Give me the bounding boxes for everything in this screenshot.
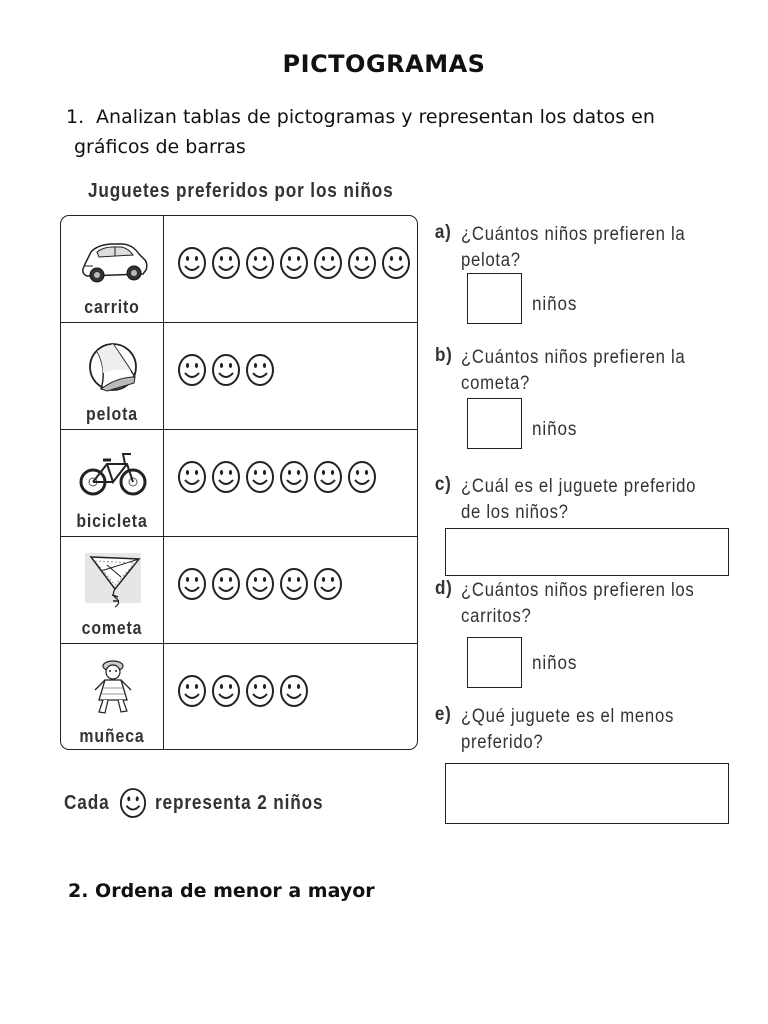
smiley-icon [314, 461, 342, 493]
question-d: d) ¿Cuántos niños prefieren los carritos… [434, 578, 744, 638]
pictogram-row-carrito: carrito [61, 216, 417, 323]
question-text: ¿Qué juguete es el menos preferido? [461, 706, 675, 753]
answer-box-a[interactable] [467, 273, 522, 324]
smiley-icon [314, 247, 342, 279]
toy-label-carrito: carrito [84, 297, 140, 317]
toy-label-pelota: pelota [86, 404, 138, 424]
smiley-icon [280, 461, 308, 493]
smiley-icon [246, 675, 274, 707]
unit-label-d: niños [532, 653, 578, 674]
legend-prefix: Cada [64, 791, 110, 814]
smiley-icon [246, 568, 274, 600]
doll-icon [94, 660, 132, 714]
pictogram-row-muneca: muñeca [61, 644, 417, 749]
instruction: 1. Analizan tablas de pictogramas y repr… [66, 102, 726, 162]
question-letter: b) [434, 345, 453, 366]
unit-label-a: niños [532, 294, 578, 315]
pictogram-row-pelota: pelota [61, 323, 417, 430]
toy-cell: cometa [61, 537, 164, 643]
question-letter: a) [434, 222, 452, 243]
kite-icon [85, 553, 141, 608]
legend: Cada representa 2 niños [64, 786, 351, 820]
toy-cell: muñeca [61, 644, 164, 749]
smiley-icon [212, 461, 240, 493]
car-icon [82, 243, 148, 283]
smiley-icon [246, 247, 274, 279]
smiley-icon [178, 568, 206, 600]
smiley-icon [314, 568, 342, 600]
smiley-icon [246, 461, 274, 493]
toy-cell: bicicleta [61, 430, 164, 536]
smiley-icon [178, 675, 206, 707]
question-text: ¿Cuántos niños prefieren la pelota? [461, 224, 686, 271]
question-c: c) ¿Cuál es el juguete preferido de los … [434, 474, 744, 534]
smiley-icon [246, 354, 274, 386]
page-title: PICTOGRAMAS [282, 50, 486, 78]
question-a: a) ¿Cuántos niños prefieren la pelota? [434, 222, 744, 282]
smiley-icon [280, 568, 308, 600]
toy-label-bicicleta: bicicleta [76, 511, 148, 531]
question-text: ¿Cuántos niños prefieren la cometa? [461, 347, 686, 394]
smiley-icon [382, 247, 410, 279]
smiley-icon [212, 568, 240, 600]
smiley-icon [178, 354, 206, 386]
smiley-icon [212, 354, 240, 386]
smiley-row-pelota [177, 353, 275, 393]
bicycle-icon [79, 453, 147, 496]
pictogram-title: Juguetes preferidos por los niños [88, 180, 394, 202]
ball-icon [89, 343, 137, 392]
smiley-icon [212, 247, 240, 279]
instruction-number: 1. [66, 106, 85, 128]
instruction-line-1: Analizan tablas de pictogramas y represe… [96, 106, 655, 128]
smiley-icon [348, 461, 376, 493]
answer-box-e[interactable] [445, 763, 729, 824]
smiley-icon [280, 675, 308, 707]
question-letter: e) [434, 704, 452, 725]
pictogram-row-cometa: cometa [61, 537, 417, 644]
question-letter: d) [434, 578, 453, 599]
question-letter: c) [434, 474, 452, 495]
smiley-row-muneca [177, 674, 309, 714]
question-text: ¿Cuál es el juguete preferido de los niñ… [461, 476, 697, 523]
section-2-heading: 2. Ordena de menor a mayor [68, 880, 375, 902]
smiley-icon [280, 247, 308, 279]
unit-label-b: niños [532, 419, 578, 440]
smiley-row-bicicleta [177, 460, 377, 500]
question-b: b) ¿Cuántos niños prefieren la cometa? [434, 345, 744, 405]
smiley-row-cometa [177, 567, 343, 607]
smiley-icon [178, 461, 206, 493]
smiley-icon [119, 788, 146, 818]
pictogram-table: carrito pelota [60, 215, 418, 750]
instruction-line-2: gráficos de barras [74, 136, 246, 158]
answer-box-b[interactable] [467, 398, 522, 449]
smiley-icon [212, 675, 240, 707]
toy-label-cometa: cometa [81, 618, 143, 638]
smiley-row-carrito [177, 246, 411, 286]
legend-suffix: representa 2 niños [154, 791, 324, 814]
question-e: e) ¿Qué juguete es el menos preferido? [434, 704, 744, 764]
pictogram-row-bicicleta: bicicleta [61, 430, 417, 537]
answer-box-c[interactable] [445, 528, 729, 576]
toy-cell: pelota [61, 323, 164, 429]
smiley-icon [178, 247, 206, 279]
question-text: ¿Cuántos niños prefieren los carritos? [461, 580, 695, 627]
toy-cell: carrito [61, 216, 164, 322]
smiley-icon [348, 247, 376, 279]
answer-box-d[interactable] [467, 637, 522, 688]
toy-label-muneca: muñeca [79, 726, 145, 746]
